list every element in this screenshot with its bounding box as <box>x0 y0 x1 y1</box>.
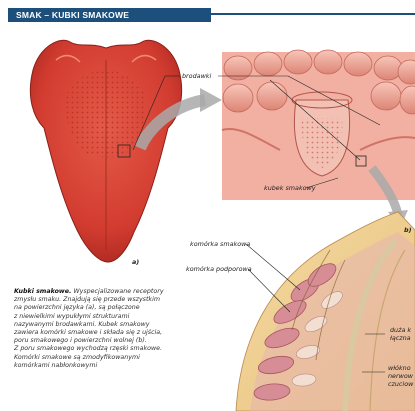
label-right-2c: czuciow <box>388 380 413 388</box>
caption-line: komórkami nabłonkowymi <box>14 362 97 369</box>
caption-line: poru smakowego i powierzchni wolnej (b). <box>14 337 147 344</box>
figure-caption: Kubki smakowe. Wyspecjalizowane receptor… <box>14 288 214 370</box>
label-komorka-smakowa: komórka smakowa <box>190 240 250 248</box>
label-right-2a: włókno <box>388 364 411 372</box>
caption-line: na powierzchni języka (a), są połączone <box>14 304 140 311</box>
caption-line: z niewielkimi wypukłymi strukturami <box>14 313 129 320</box>
papillae-section <box>222 50 415 200</box>
caption-line: Komórki smakowe są zmodyfikowanymi <box>14 354 140 361</box>
caption-line: zawiera komórki smakowe i składa się z u… <box>14 329 162 336</box>
label-right-1b: łączna <box>390 334 411 342</box>
caption-line: nazywanymi brodawkami. Kubek smakowy <box>14 321 149 328</box>
caption-line: Wyspecjalizowane receptory <box>73 288 163 295</box>
label-right-1a: duża k <box>390 326 411 334</box>
caption-line: zmysłu smaku. Znajdują się przede wszyst… <box>14 296 160 303</box>
label-komorka-podporowa: komórka podporowa <box>186 265 252 273</box>
tongue-illustration <box>30 40 181 262</box>
label-kubek-smakowy: kubek smakowy <box>264 184 316 192</box>
caption-title: Kubki smakowe. <box>14 288 71 295</box>
label-brodawki: brodawki <box>182 72 211 80</box>
label-right-2b: nerwow <box>388 372 413 380</box>
label-panel-a: a) <box>132 258 139 266</box>
label-panel-b: b) <box>404 226 412 234</box>
caption-line: Z poru smakowego wychodzą rzęski smakowe… <box>14 345 162 352</box>
